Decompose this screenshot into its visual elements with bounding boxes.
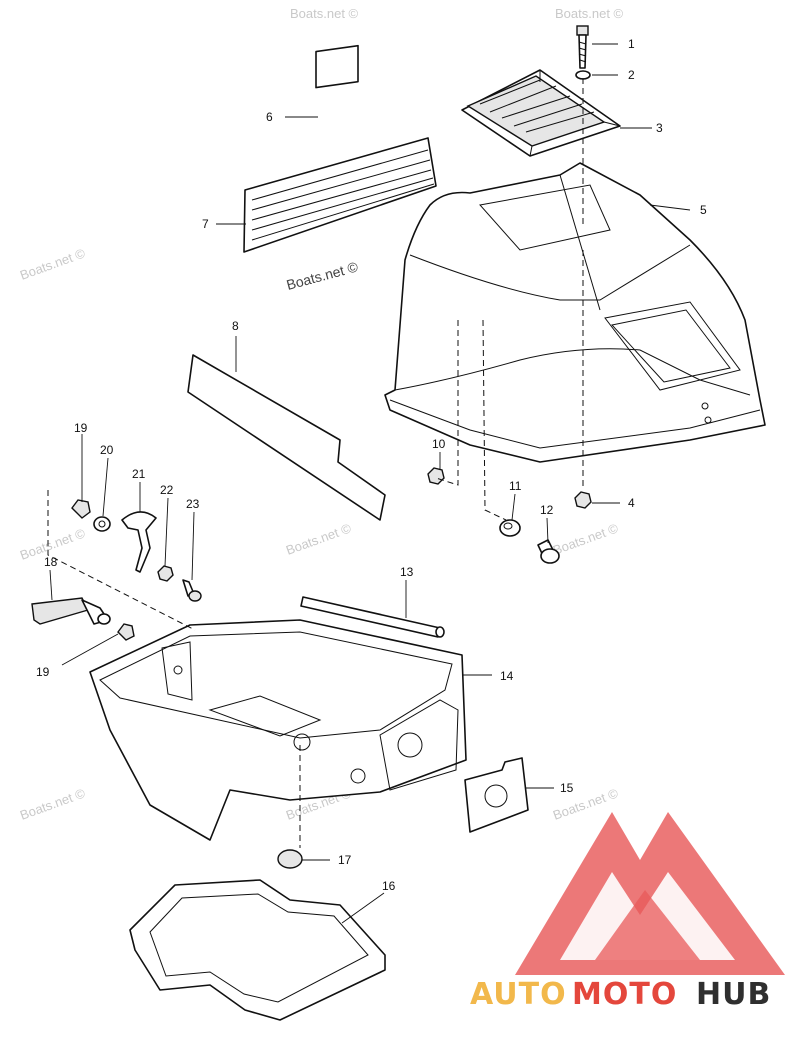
callout-16: 16 <box>382 879 396 893</box>
callout-8: 8 <box>232 319 239 333</box>
part-13-rod <box>300 596 445 638</box>
logo-text-hub: HUB <box>696 977 771 1012</box>
part-10-nut <box>427 467 445 485</box>
part-3-cap <box>461 69 621 157</box>
part-15-plate <box>464 757 529 833</box>
callout-12: 12 <box>540 503 554 517</box>
part-11-grommet <box>499 519 521 537</box>
part-23-screw <box>182 579 202 602</box>
callout-10: 10 <box>432 437 446 451</box>
watermark-text: Boats.net © <box>284 520 354 558</box>
watermark-text: Boats.net © <box>551 520 621 558</box>
part-8-decal <box>187 354 386 521</box>
callout-20: 20 <box>100 443 114 457</box>
callout-23: 23 <box>186 497 200 511</box>
part-4-nut <box>574 491 592 509</box>
part-17-plug <box>277 849 303 869</box>
watermark-text: Boats.net © <box>18 245 88 283</box>
part-7-decal <box>243 137 437 253</box>
callout-19-lower: 19 <box>36 665 50 679</box>
watermark-text: Boats.net © <box>285 258 361 293</box>
callout-13: 13 <box>400 565 414 579</box>
part-18-handle <box>31 597 111 625</box>
watermark-text: Boats.net © <box>290 6 359 21</box>
part-20-bushing <box>93 516 111 532</box>
part-19-screw-upper <box>71 499 91 519</box>
leader-lines <box>49 43 691 924</box>
watermark-text: Boats.net © <box>18 785 88 823</box>
part-22-nut <box>157 565 174 582</box>
callout-6: 6 <box>266 110 273 124</box>
callout-7: 7 <box>202 217 209 231</box>
callout-21: 21 <box>132 467 146 481</box>
dashed-reference-lines <box>47 78 584 848</box>
watermark-text: Boats.net © <box>555 6 624 21</box>
part-19-screw-lower <box>117 623 135 641</box>
part-1-bolt <box>576 25 589 69</box>
callout-3: 3 <box>656 121 663 135</box>
part-12-plug <box>537 539 560 564</box>
callout-19-upper: 19 <box>74 421 88 435</box>
callout-1: 1 <box>628 37 635 51</box>
callout-5: 5 <box>700 203 707 217</box>
callout-14: 14 <box>500 669 514 683</box>
part-21-latch <box>121 511 157 573</box>
callout-22: 22 <box>160 483 174 497</box>
callout-11: 11 <box>509 479 522 493</box>
part-5-cowl-top <box>384 162 766 463</box>
callout-2: 2 <box>628 68 635 82</box>
logo-text-auto: AUTO <box>470 977 567 1012</box>
callout-labels: 1 2 3 4 5 6 7 8 10 11 12 13 14 15 16 17 … <box>36 37 707 893</box>
callout-17: 17 <box>338 853 352 867</box>
part-14-bottom-cowl <box>89 619 467 841</box>
part-16-gasket <box>129 879 386 1021</box>
automotohub-logo: AUTO MOTO HUB <box>470 812 785 1012</box>
logo-text-moto: MOTO <box>572 977 677 1012</box>
callout-18: 18 <box>44 555 58 569</box>
part-2-washer <box>575 70 591 80</box>
callout-15: 15 <box>560 781 574 795</box>
part-6-decal <box>315 44 359 89</box>
callout-4: 4 <box>628 496 635 510</box>
